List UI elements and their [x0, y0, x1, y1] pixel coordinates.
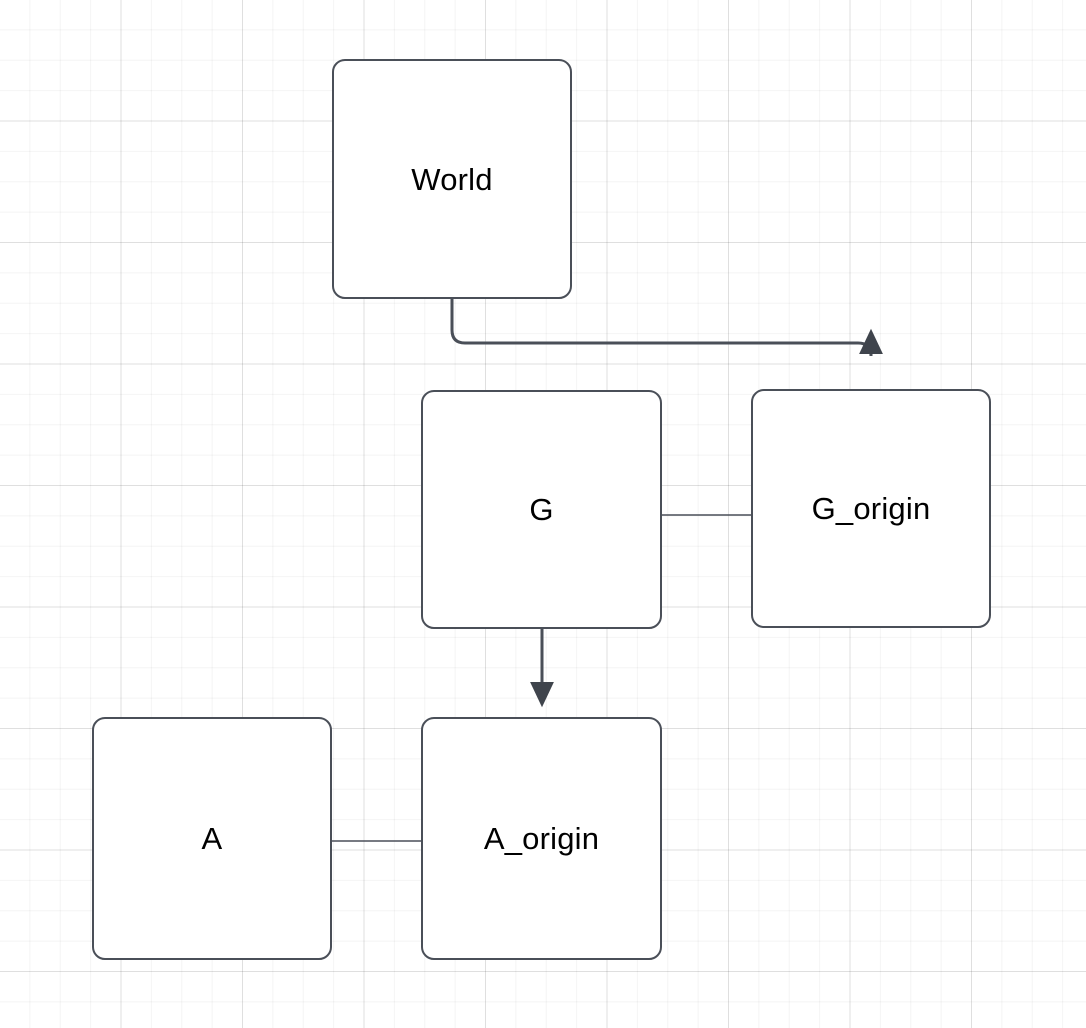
node-a-label: A	[201, 821, 223, 856]
node-g-label: G	[529, 492, 554, 527]
node-a[interactable]: A	[92, 717, 332, 960]
node-world-label: World	[411, 161, 493, 197]
node-world[interactable]: World	[332, 59, 572, 299]
node-g-origin[interactable]: G_origin	[751, 389, 991, 628]
edge-world-to-g-origin	[450, 299, 883, 357]
node-g[interactable]: G	[421, 390, 662, 629]
node-a-origin[interactable]: A_origin	[421, 717, 662, 960]
node-g-origin-label: G_origin	[811, 491, 931, 526]
node-a-origin-label: A_origin	[483, 821, 600, 856]
